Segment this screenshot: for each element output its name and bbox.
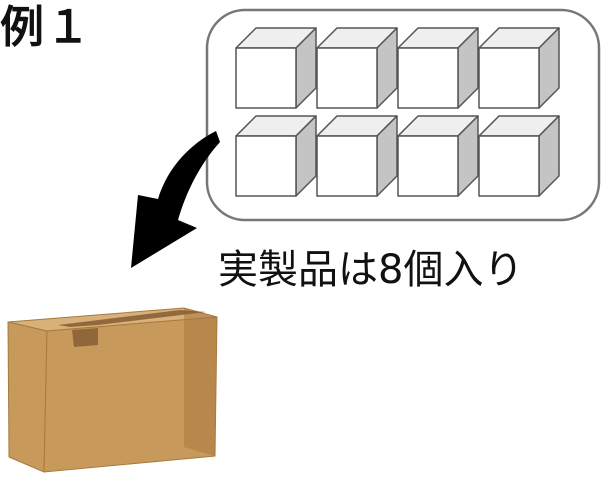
cube-icon: [235, 115, 317, 197]
product-count-caption: 実製品は8個入り: [218, 247, 524, 293]
cube-icon: [397, 27, 479, 109]
cube-icon: [397, 115, 479, 197]
cube-icon: [316, 27, 398, 109]
curved-arrow-icon: [131, 131, 220, 268]
cube-icon: [478, 27, 560, 109]
cube-icon: [316, 115, 398, 197]
cube-grid: [235, 27, 560, 197]
cube-icon: [235, 27, 317, 109]
example-title: 例１: [0, 2, 92, 53]
cardboard-box-icon: [7, 307, 218, 473]
cube-icon: [478, 115, 560, 197]
